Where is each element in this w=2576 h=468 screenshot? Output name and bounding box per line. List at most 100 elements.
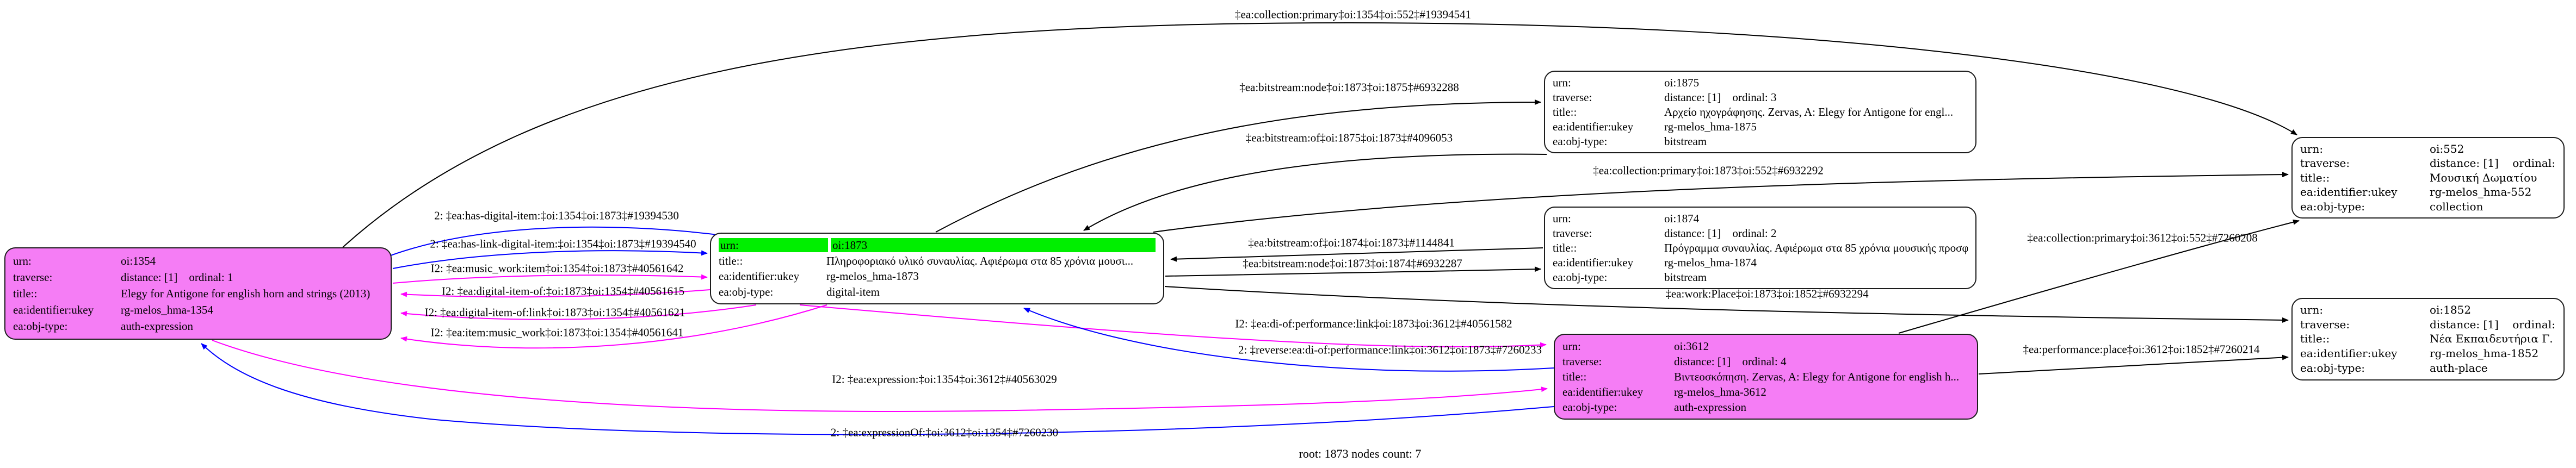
edge-label-13: ‡ea:bitstream:node‡oi:1873‡oi:1874‡#6932… (1243, 257, 1462, 270)
node-row-value: oi:552 (2430, 142, 2464, 155)
edge-label-2: ‡ea:bitstream:of‡oi:1875‡oi:1873‡#409605… (1245, 131, 1453, 145)
node-row-value: distance: [1] ordinal: 2 (1664, 226, 1777, 240)
edge-label-1: ‡ea:bitstream:node‡oi:1873‡oi:1875‡#6932… (1239, 80, 1459, 94)
edge-label-15: I2: ‡ea:di-of:performance:link‡oi:1873‡o… (1235, 317, 1512, 330)
node-row-key: urn: (2300, 303, 2324, 316)
node-row-key: title:: (719, 254, 743, 267)
edge-path-13 (1165, 266, 1541, 277)
edge-label-14: ‡ea:work:Place‡oi:1873‡oi:1852‡#6932294 (1665, 287, 1869, 301)
node-row-key: title:: (1562, 370, 1587, 383)
node-row: title::Μουσική Δωματίου (2300, 171, 2556, 185)
node-row-value: oi:1873 (831, 238, 1156, 253)
node-row-value: Βιντεοσκόπηση. Zervas, A: Elegy for Anti… (1674, 370, 1960, 383)
node-row: ea:identifier:ukey rg-melos_hma-1875 (1553, 120, 1968, 134)
node-row-key: title:: (2300, 332, 2330, 346)
node-row: ea:obj-type:bitstream (1553, 270, 1968, 284)
node-row-value: Νέα Εκπαιδευτήρια Γ. Μαλλιάρα (2430, 332, 2553, 346)
node-row-value: auth-expression (121, 319, 193, 333)
node-row-key: urn: (2300, 142, 2324, 155)
node-row-value: bitstream (1664, 134, 1707, 148)
node-row-key: ea:obj-type: (2300, 199, 2365, 213)
node-row-value: oi:1852 (2430, 303, 2472, 316)
node-row: traverse:distance: [1] ordinal: 4 (1562, 354, 1969, 369)
node-row-value: auth-place (2430, 361, 2488, 375)
node-row-key: title:: (1553, 241, 1577, 254)
node-row-value: rg-melos_hma-3612 (1674, 385, 1766, 398)
edge-label-17: ‡ea:collection:primary‡oi:3612‡oi:552‡#7… (2027, 231, 2258, 245)
node-row: title::Elegy for Antigone for english ho… (13, 286, 383, 301)
node-row-key: traverse: (1553, 226, 1592, 240)
node-row: traverse:distance: [1] ordinal: 5 (2300, 157, 2556, 170)
edge-path-10 (201, 343, 1554, 435)
node-row-value: oi:1874 (1664, 211, 1700, 225)
edge-path-9 (212, 340, 1548, 412)
node-row-value: Elegy for Antigone for english horn and … (121, 286, 370, 300)
edge-label-5: I2: ‡ea:music_work:item‡oi:1354‡oi:1873‡… (430, 261, 684, 275)
node-row-value: rg-melos_hma-1875 (1664, 120, 1757, 133)
node-row-value: distance: [1] ordinal: 6 (2430, 317, 2556, 331)
node-row: urn: oi:552 (2300, 142, 2556, 156)
edge-path-3 (390, 226, 727, 256)
node-row-key: traverse: (2300, 157, 2350, 170)
graph-node-oi-552: urn: oi:552 traverse:distance: [1] ordinal… (2291, 137, 2565, 219)
node-row-key: urn: (1553, 211, 1571, 225)
edge-label-4: 2: ‡ea:has-link-digital-item:‡oi:1354‡oi… (430, 237, 696, 251)
node-row-value: Μουσική Δωματίου (2430, 171, 2537, 184)
node-row-key: ea:identifier:ukey (719, 270, 800, 283)
node-row-key: urn: (719, 238, 828, 253)
node-row-value: rg-melos_hma-552 (2430, 185, 2532, 198)
node-row-key: ea:identifier:ukey (1553, 255, 1634, 269)
edge-path-8 (400, 304, 827, 349)
node-row-key: ea:obj-type: (2300, 361, 2365, 375)
node-row-value: oi:3612 (1674, 339, 1709, 353)
edge-label-7: I2: ‡ea:digital-item-of:link‡oi:1873‡oi:… (424, 305, 685, 319)
node-row: urn:oi:3612 (1562, 339, 1969, 353)
edge-path-11 (1153, 172, 2289, 233)
node-row: traverse: distance: [1] ordinal: 1 (13, 270, 383, 284)
node-row: title::Πρόγραμμα συναυλίας. Αφιέρωμα στα… (1553, 241, 1968, 255)
node-row-key: ea:identifier:ukey (1553, 120, 1634, 133)
node-row-key: urn: (1553, 76, 1571, 89)
node-row: ea:obj-type: collection (2300, 200, 2556, 214)
node-row: ea:identifier:ukey rg-melos_hma-1874 (1553, 255, 1968, 270)
node-row-value: collection (2430, 199, 2484, 213)
node-row-key: traverse: (1553, 90, 1592, 104)
edge-path-18 (1978, 354, 2289, 375)
node-row-value: distance: [1] ordinal: 1 (121, 270, 233, 284)
node-row-key: ea:obj-type: (1553, 134, 1608, 148)
node-row-value: rg-melos_hma-1874 (1664, 255, 1757, 269)
node-row-value: distance: [1] ordinal: 3 (1664, 90, 1777, 104)
node-row-key: ea:obj-type: (719, 285, 774, 298)
node-row-key: traverse: (13, 270, 53, 284)
edge-label-12: ‡ea:bitstream:of‡oi:1874‡oi:1873‡#114484… (1248, 236, 1455, 249)
edge-label-10: 2: ‡ea:expressionOf:‡oi:3612‡oi:1354‡#72… (830, 426, 1059, 439)
node-row-key: traverse: (1562, 354, 1602, 368)
edge-path-1 (935, 99, 1541, 233)
node-row: traverse: distance: [1] ordinal: 6 (2300, 318, 2556, 332)
edge-path-2 (1083, 153, 1547, 231)
edge-path-4 (392, 250, 708, 269)
edge-label-0: ‡ea:collection:primary‡oi:1354‡oi:552‡#1… (1235, 8, 1471, 21)
node-row-key: ea:identifier:ukey (2300, 185, 2398, 198)
node-row: ea:identifier:ukey rg-melos_hma-552 (2300, 185, 2556, 199)
node-row: traverse: distance: [1] ordinal: 3 (1553, 90, 1968, 104)
node-row: title::Πληροφοριακό υλικό συναυλίας. Αφι… (719, 254, 1156, 268)
edge-label-8: I2: ‡ea:item:music_work‡oi:1873‡oi:1354‡… (430, 326, 684, 339)
node-row-value: bitstream (1664, 270, 1707, 284)
node-row: urn: oi:1874 (1553, 211, 1968, 226)
node-row: title::Αρχείο ηχογράφησης. Zervas, A: El… (1553, 105, 1968, 119)
node-row-key: traverse: (2300, 317, 2350, 331)
node-row: urn:oi:1875 (1553, 76, 1968, 90)
edge-label-6: I2: ‡ea:digital-item-of:‡oi:1873‡oi:1354… (441, 284, 685, 298)
node-row-value: digital-item (826, 285, 880, 298)
node-row-value: auth-expression (1674, 400, 1746, 414)
node-row: traverse: distance: [1] ordinal: 2 (1553, 226, 1968, 240)
